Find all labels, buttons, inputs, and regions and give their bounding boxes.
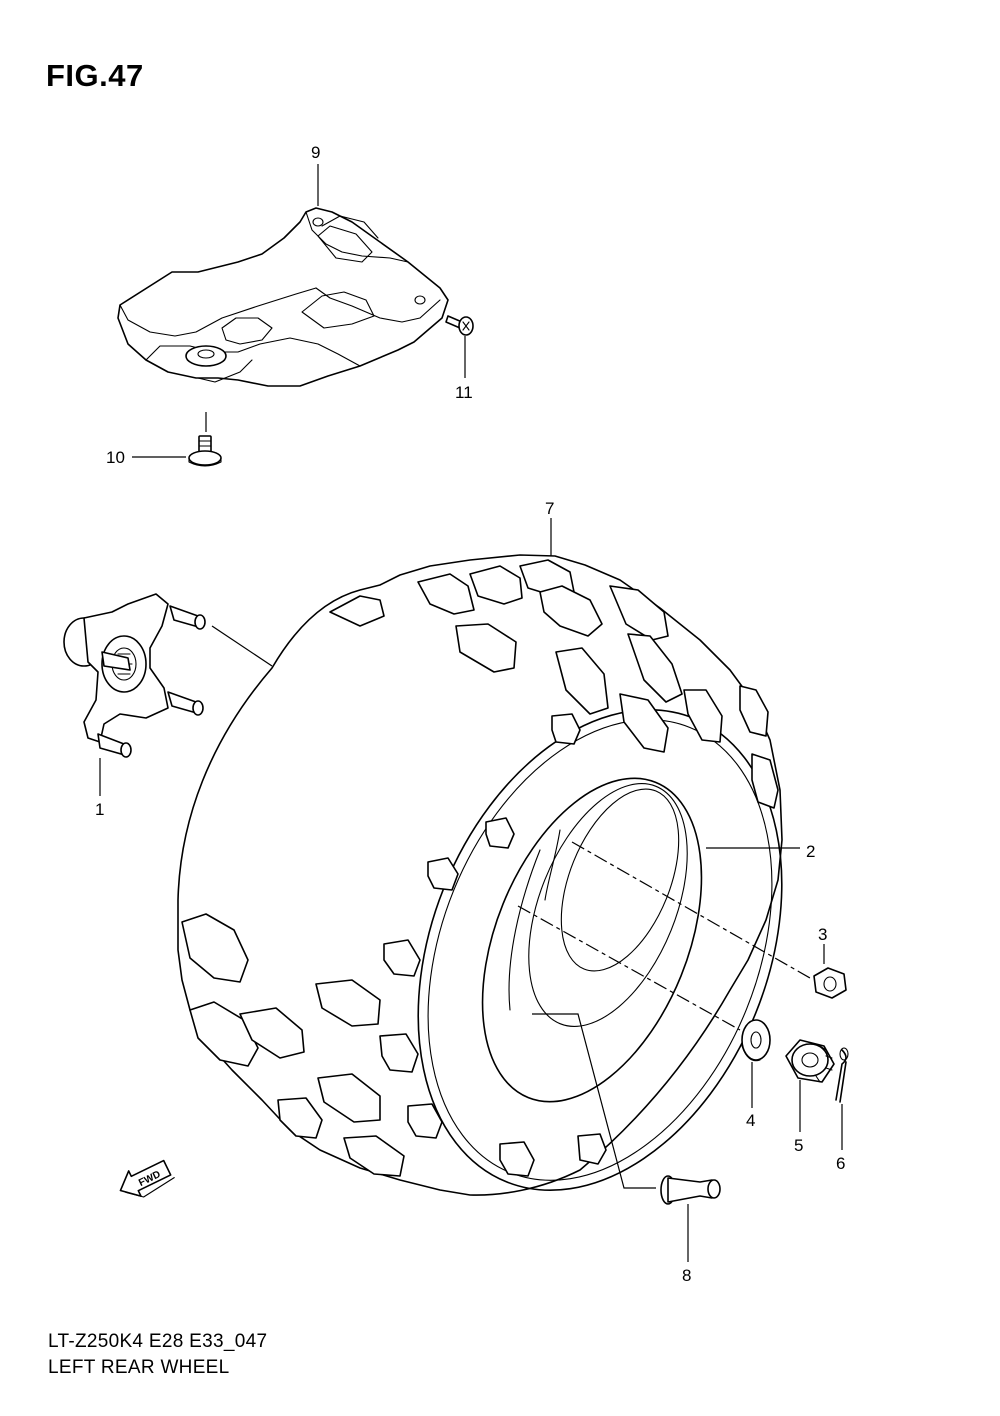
callout-1: 1 bbox=[95, 800, 104, 819]
tire-valve-drawing bbox=[660, 1175, 721, 1205]
callout-3: 3 bbox=[818, 925, 827, 944]
figure-code: LT-Z250K4 E28 E33_047 bbox=[48, 1331, 268, 1352]
callout-8: 8 bbox=[682, 1266, 691, 1285]
callout-6: 6 bbox=[836, 1154, 845, 1173]
screw-drawing bbox=[445, 315, 474, 336]
cotter-pin-drawing bbox=[835, 1047, 849, 1103]
figure-name: LEFT REAR WHEEL bbox=[48, 1357, 230, 1378]
hub-nut-drawing bbox=[813, 967, 847, 999]
callout-7: 7 bbox=[545, 499, 554, 518]
figure-title: FIG.47 bbox=[46, 58, 144, 93]
fwd-arrow-icon: FWD bbox=[119, 1159, 175, 1198]
callout-11: 11 bbox=[455, 383, 473, 402]
rear-hub-drawing bbox=[63, 593, 206, 758]
callout-2: 2 bbox=[806, 842, 815, 861]
callout-4: 4 bbox=[746, 1111, 755, 1130]
washer-drawing bbox=[741, 1019, 771, 1062]
callout-9: 9 bbox=[311, 143, 320, 162]
bolt-drawing bbox=[188, 435, 222, 467]
tire-drawing bbox=[177, 554, 783, 1196]
leader-lines bbox=[99, 164, 843, 1262]
mud-guard-drawing bbox=[117, 207, 449, 387]
castle-nut-drawing bbox=[785, 1039, 835, 1083]
callout-10: 10 bbox=[106, 448, 125, 467]
callout-5: 5 bbox=[794, 1136, 803, 1155]
